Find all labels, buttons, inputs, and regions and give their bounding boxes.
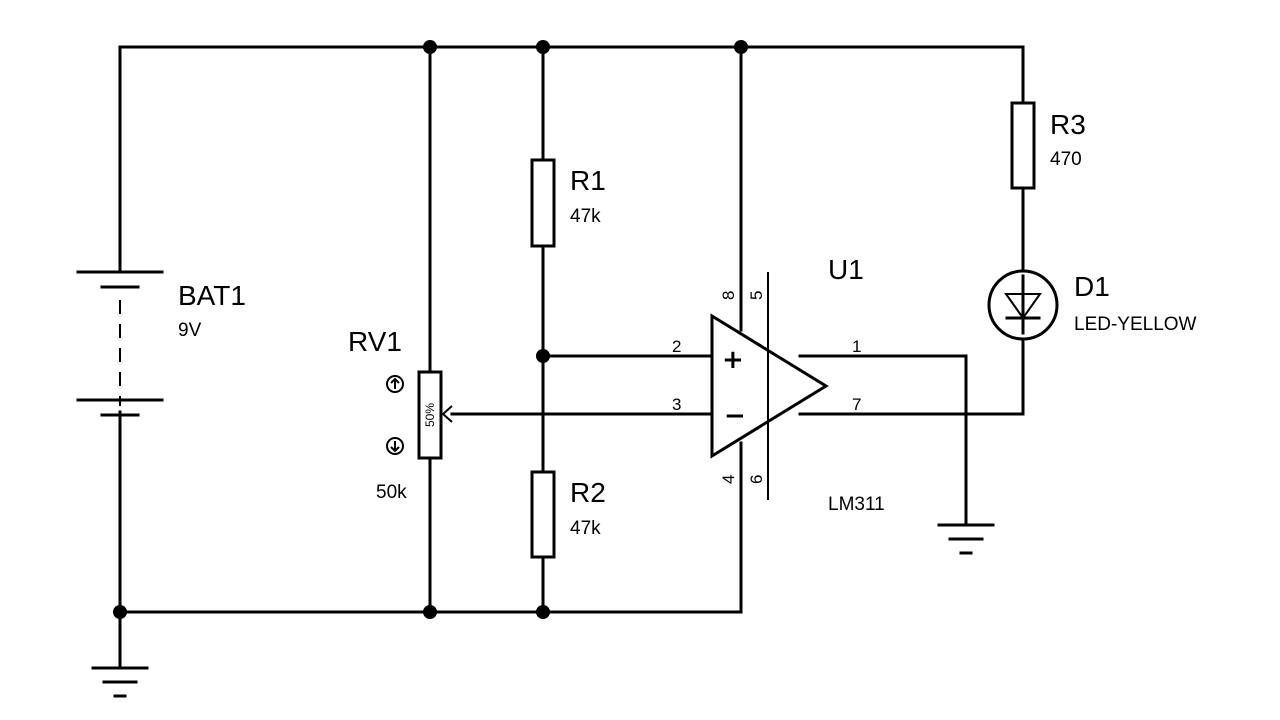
comparator-u1: + − 2 3 1 7 8 5 4 6 U1 LM311	[672, 254, 885, 515]
d1-value: LED-YELLOW	[1074, 314, 1197, 335]
battery-bat1: BAT1 9V	[76, 270, 246, 417]
potentiometer-rv1: 50% RV1 50k	[348, 326, 453, 503]
u1-pin-6: 6	[747, 475, 766, 484]
junction-dot	[734, 40, 748, 54]
r3-value: 470	[1050, 149, 1082, 170]
resistor-r2: R2 47k	[530, 470, 606, 559]
u1-ref: U1	[828, 254, 864, 285]
resistor-r3: R3 470	[1010, 101, 1086, 190]
u1-pin-1: 1	[852, 337, 861, 356]
u1-pin-5: 5	[747, 291, 766, 300]
rv1-value: 50k	[376, 482, 407, 503]
rv1-wiper-position: 50%	[423, 403, 437, 427]
arrow-down-circle-icon	[386, 437, 404, 455]
ground-symbol	[937, 523, 995, 555]
junction-dot	[536, 605, 550, 619]
ground-symbol	[91, 666, 149, 698]
junction-dot	[113, 605, 127, 619]
junction-dot	[536, 40, 550, 54]
r3-ref: R3	[1050, 109, 1086, 140]
resistor-r1: R1 47k	[530, 158, 606, 248]
arrow-up-circle-icon	[386, 375, 404, 393]
u1-pin-2: 2	[672, 337, 681, 356]
bat1-value: 9V	[178, 320, 202, 341]
bat1-ref: BAT1	[178, 280, 246, 311]
led-d1: D1 LED-YELLOW	[987, 269, 1197, 341]
u1-value: LM311	[828, 494, 885, 515]
wires	[118, 45, 1025, 670]
u1-minus-sign: −	[724, 401, 746, 431]
junction-dot	[536, 349, 550, 363]
u1-pin-7: 7	[852, 395, 861, 414]
d1-ref: D1	[1074, 271, 1110, 302]
u1-pin-3: 3	[672, 395, 681, 414]
r2-ref: R2	[570, 477, 606, 508]
r1-value: 47k	[570, 206, 601, 227]
u1-plus-sign: +	[722, 345, 744, 375]
u1-pin-4: 4	[719, 475, 738, 484]
r2-value: 47k	[570, 518, 601, 539]
junction-dot	[423, 40, 437, 54]
rv1-ref: RV1	[348, 326, 402, 357]
r1-ref: R1	[570, 165, 606, 196]
u1-pin-8: 8	[719, 291, 738, 300]
junctions	[113, 40, 748, 619]
junction-dot	[423, 605, 437, 619]
